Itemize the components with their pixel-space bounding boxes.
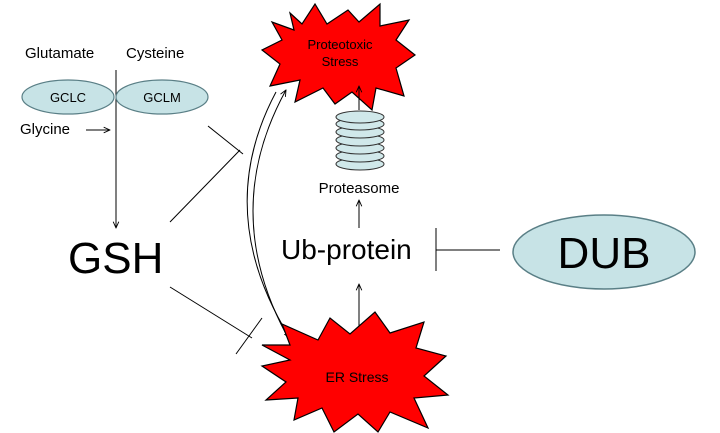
gsh-inhibit-er-line — [169, 286, 253, 339]
proteotoxic-label-line1: Proteotoxic — [307, 37, 373, 52]
proteasome-label: Proteasome — [319, 180, 400, 197]
proteotoxic-label-line2: Stress — [322, 54, 359, 69]
proteasome-icon — [335, 110, 385, 171]
gsh-inhibit-proteotoxic-line — [169, 149, 241, 223]
glutamate-label: Glutamate — [25, 45, 94, 62]
gclc-ellipse — [21, 79, 115, 115]
cysteine-label: Cysteine — [126, 45, 184, 62]
dub-ellipse — [512, 214, 696, 290]
gclc-label: GCLC — [50, 90, 86, 105]
gsh-inhibit-er-bar — [235, 317, 263, 355]
gclm-label: GCLM — [143, 90, 181, 105]
er-stress-starburst — [260, 311, 450, 433]
gclm-ellipse — [115, 79, 209, 115]
ub-protein-label: Ub-protein — [281, 234, 412, 265]
glycine-label: Glycine — [20, 121, 70, 138]
gsh-label: GSH — [68, 234, 163, 283]
gsh-inhibit-proteotoxic-bar — [207, 125, 244, 155]
proteotoxic-stress-starburst — [260, 2, 417, 112]
proteotoxic-to-er-curve — [246, 91, 290, 338]
er-stress-label: ER Stress — [325, 369, 388, 385]
er-to-proteotoxic-curve — [252, 90, 286, 335]
dub-label: DUB — [558, 229, 651, 278]
